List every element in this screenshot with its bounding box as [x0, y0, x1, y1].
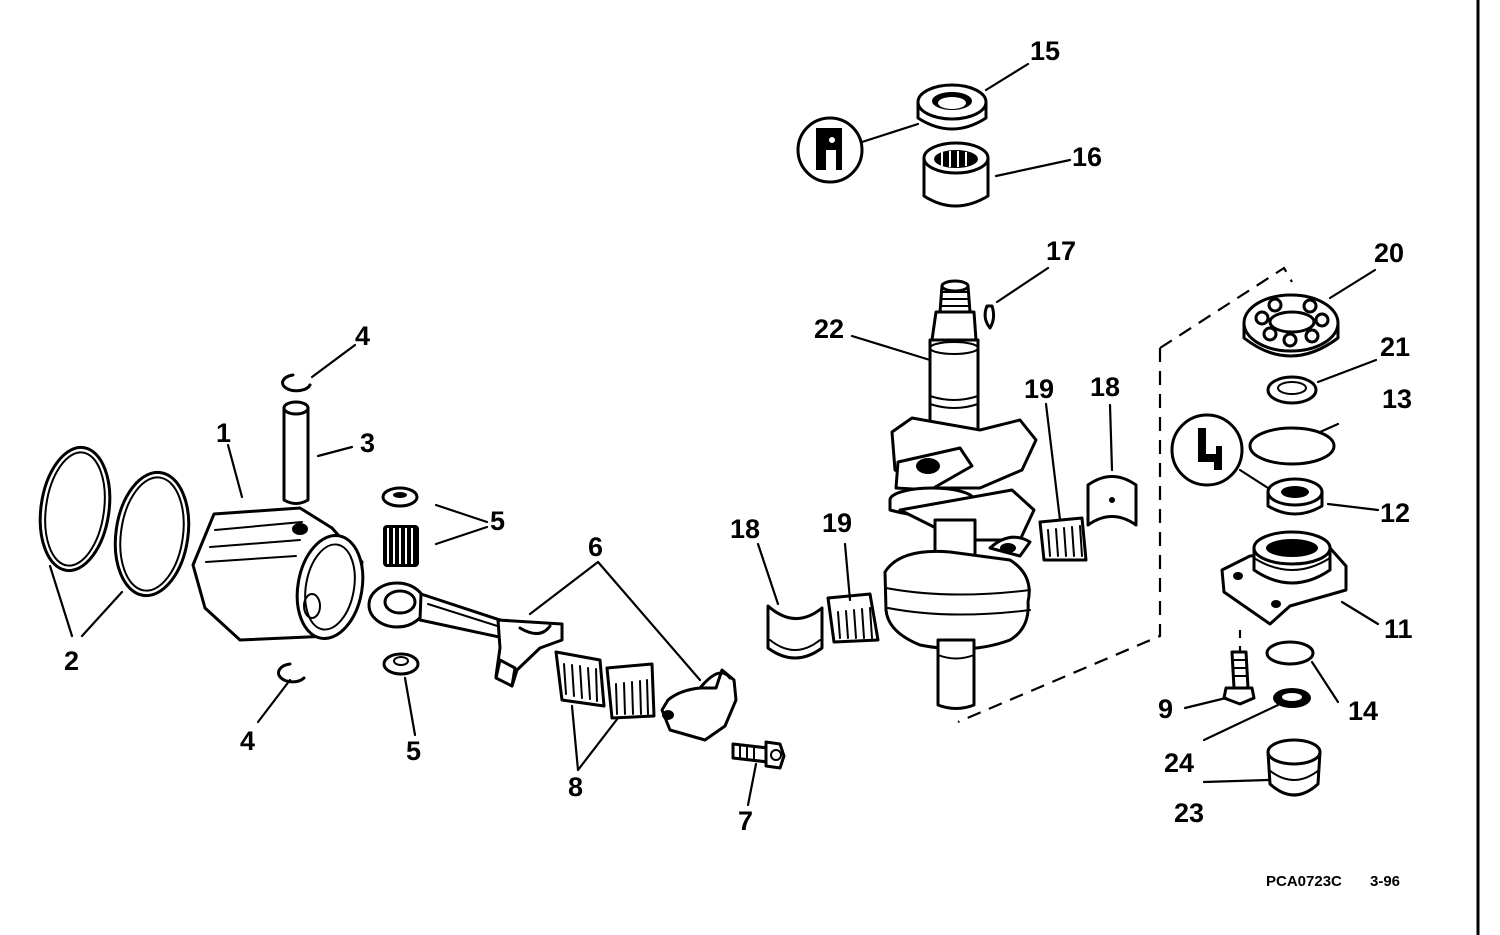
callout-21: 21 — [1380, 332, 1410, 362]
piston-rings — [38, 445, 191, 598]
callout-14: 14 — [1348, 696, 1378, 726]
lower-seal — [1266, 477, 1324, 516]
callout-15: 15 — [1030, 36, 1060, 66]
connecting-rod — [367, 581, 564, 688]
callout-18-right: 18 — [1090, 372, 1120, 402]
wrist-pin — [282, 400, 310, 505]
callout-20: 20 — [1374, 238, 1404, 268]
callout-19-right: 19 — [1024, 374, 1054, 404]
sealant-icon — [796, 116, 864, 184]
piston — [191, 506, 365, 642]
figure-date: 3-96 — [1370, 873, 1400, 890]
crankshaft — [883, 279, 1038, 710]
callout-17: 17 — [1046, 236, 1076, 266]
crank-seal — [916, 83, 988, 131]
rod-bearing-cages — [554, 650, 656, 720]
ball-bearing — [1242, 293, 1340, 358]
leader-lines — [48, 62, 1380, 807]
callout-7: 7 — [738, 806, 753, 836]
callout-16: 16 — [1072, 142, 1102, 172]
housing-screw — [1222, 650, 1256, 706]
callout-18-left: 18 — [730, 514, 760, 544]
lower-bearing-housing — [1220, 530, 1348, 700]
callout-1: 1 — [216, 418, 231, 448]
retaining-rings — [277, 373, 312, 684]
assembly-boundary-line — [957, 266, 1293, 724]
callout-4-top: 4 — [355, 321, 370, 351]
callout-5-top: 5 — [490, 506, 505, 536]
callout-12: 12 — [1380, 498, 1410, 528]
figure-code: PCA0723C — [1266, 873, 1342, 890]
callout-13: 13 — [1382, 384, 1412, 414]
end-cap — [1266, 738, 1322, 797]
callout-4-bottom: 4 — [240, 726, 255, 756]
rod-cap — [660, 668, 738, 742]
washer — [1273, 688, 1311, 708]
callout-24: 24 — [1164, 748, 1194, 778]
callout-8: 8 — [568, 772, 583, 802]
callout-labels: 1 2 3 4 4 5 5 6 7 8 9 11 12 13 14 15 16 … — [64, 36, 1413, 836]
callout-3: 3 — [360, 428, 375, 458]
callout-9: 9 — [1158, 694, 1173, 724]
callout-6: 6 — [588, 532, 603, 562]
needle-bearing-and-washers — [381, 486, 420, 676]
rod-bolt — [731, 740, 786, 770]
o-ring — [1248, 426, 1336, 466]
bearing-retaining-ring — [1266, 375, 1318, 405]
upper-needle-bearing — [922, 141, 990, 208]
callout-2: 2 — [64, 646, 79, 676]
callout-22: 22 — [814, 314, 844, 344]
callout-23: 23 — [1174, 798, 1204, 828]
main-bearing-right — [1038, 475, 1138, 562]
sealant-icon-right — [1170, 413, 1244, 487]
callout-11: 11 — [1384, 614, 1413, 644]
small-o-ring — [1265, 640, 1315, 666]
callout-19-left: 19 — [822, 508, 852, 538]
woodruff-key — [983, 304, 996, 330]
main-bearing-left — [766, 592, 880, 660]
callout-5-bottom: 5 — [406, 736, 421, 766]
